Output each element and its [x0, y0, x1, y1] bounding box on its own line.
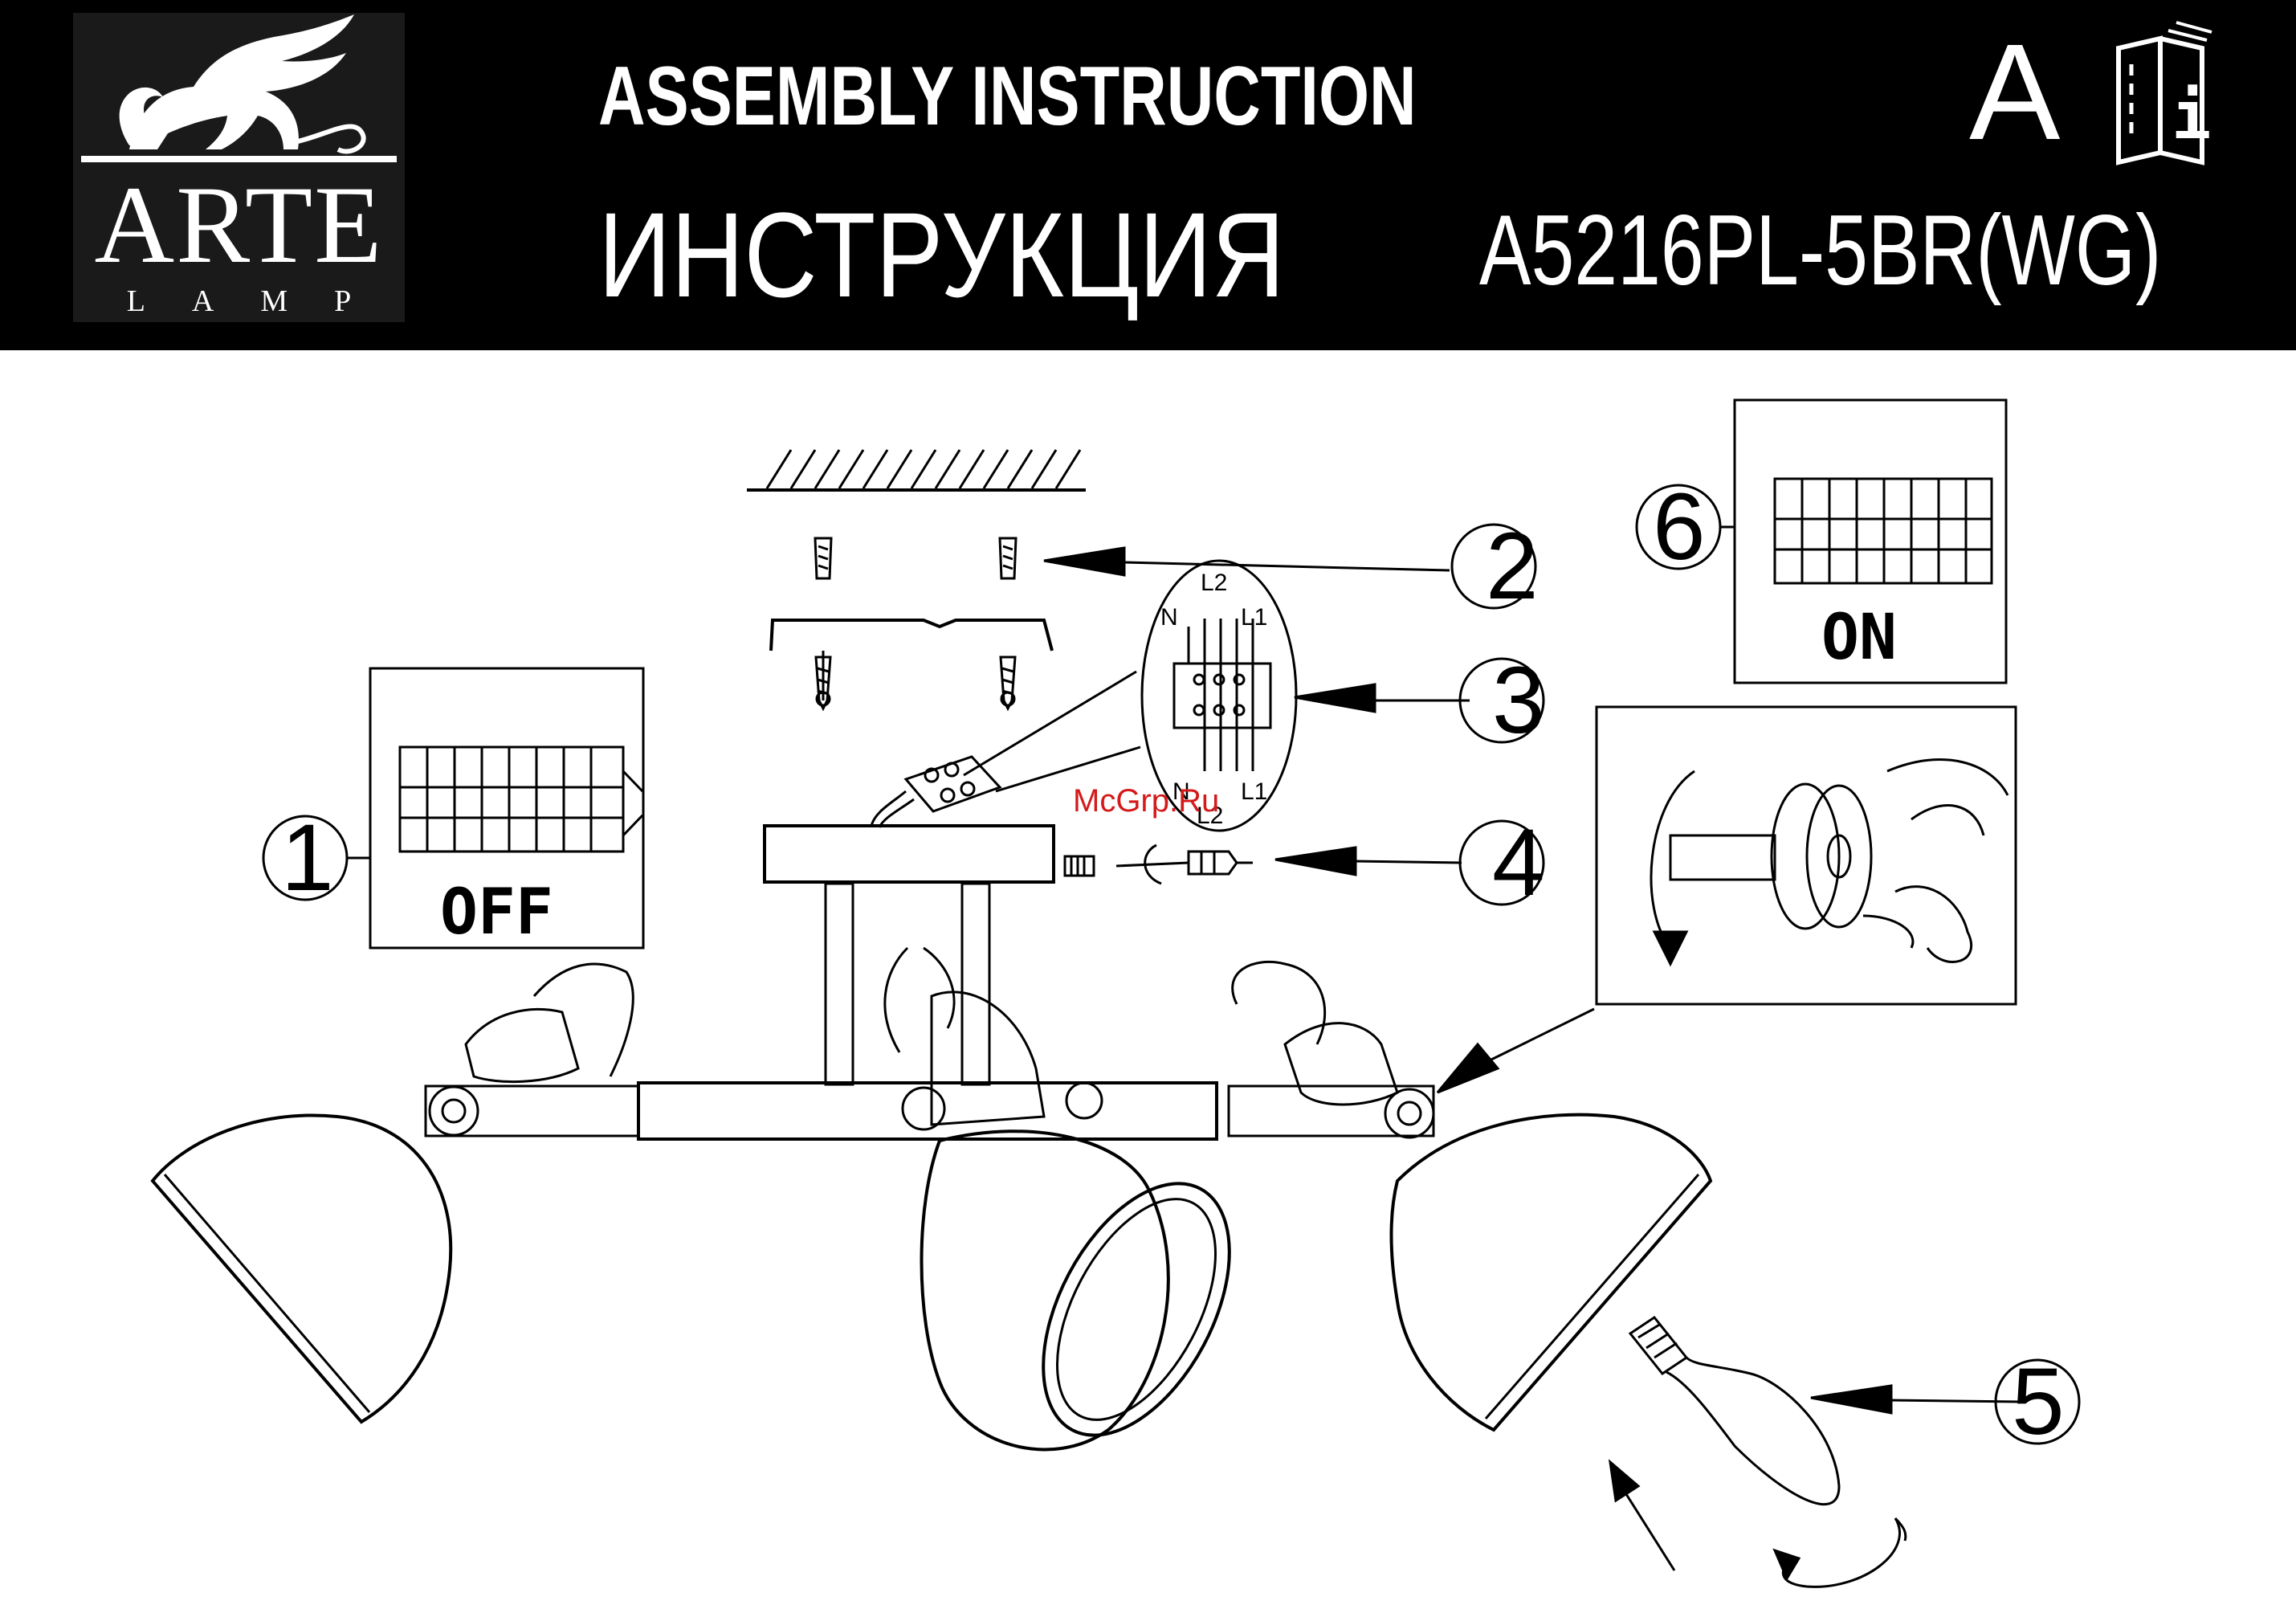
category-letter: A	[1969, 24, 2060, 161]
step-5-number: 5	[2012, 1349, 2065, 1455]
insert-arrow-icon	[1610, 1462, 1674, 1570]
screw-and-screwdriver	[1065, 845, 1253, 884]
switch-off-label: OFF	[440, 876, 553, 949]
header-bar: ARTE LAMP ASSEMBLY INSTRUCTION ИНСТРУКЦИ…	[0, 0, 2296, 350]
candle-bulb	[1630, 1317, 1839, 1505]
mounting-hardware	[771, 538, 1052, 709]
step-3-pointer	[1295, 684, 1470, 712]
info-glyph: i	[2172, 78, 2211, 154]
switch-on-label: ON	[1821, 602, 1897, 674]
step-4-number: 4	[1492, 810, 1545, 916]
step-6-number: 6	[1653, 474, 1706, 580]
switch-off-block	[400, 747, 642, 852]
title-english: ASSEMBLY INSTRUCTION	[598, 55, 1417, 138]
knob-arrow-icon	[1438, 1044, 1498, 1093]
lamp-right	[1233, 962, 1711, 1430]
title-russian: ИНСТРУКЦИЯ	[598, 194, 1285, 315]
watermark-text: McGrp.Ru	[1073, 783, 1219, 819]
step-3-number: 3	[1492, 647, 1545, 754]
wire-top-l1: L1	[1241, 604, 1267, 631]
wire-top-n: N	[1160, 604, 1178, 631]
chandelier-arms	[426, 884, 1433, 1139]
wire-top-l2: L2	[1201, 570, 1227, 596]
ceiling-hatch	[747, 450, 1086, 490]
info-manual-icon: i	[2112, 16, 2216, 169]
step-5-pointer	[1811, 1386, 2020, 1413]
step-4-pointer	[1275, 847, 1462, 875]
brand-logo: ARTE LAMP	[73, 13, 405, 322]
knob-detail	[1651, 760, 2008, 964]
terminal-block	[871, 757, 1000, 827]
lamp-left	[153, 964, 633, 1422]
model-number: A5216PL-5BR(WG)	[1479, 201, 2161, 300]
assembly-diagram: 2 L2 N L1 N L2 L1 3 McGrp.Ru	[0, 350, 2296, 1601]
step-1-number: 1	[281, 805, 334, 911]
griffin-logo-icon	[73, 13, 405, 174]
ceiling-base	[765, 826, 1054, 882]
lamp-center	[885, 948, 1268, 1466]
switch-on-block	[1775, 479, 1992, 583]
rotate-arrow-icon	[1775, 1518, 1906, 1587]
step-2-number: 2	[1486, 513, 1539, 619]
logo-brand-text: ARTE	[73, 169, 405, 280]
logo-sub-text: LAMP	[73, 286, 405, 317]
wire-bottom-l1: L1	[1241, 778, 1267, 805]
knob-pointer	[1490, 1009, 1594, 1060]
